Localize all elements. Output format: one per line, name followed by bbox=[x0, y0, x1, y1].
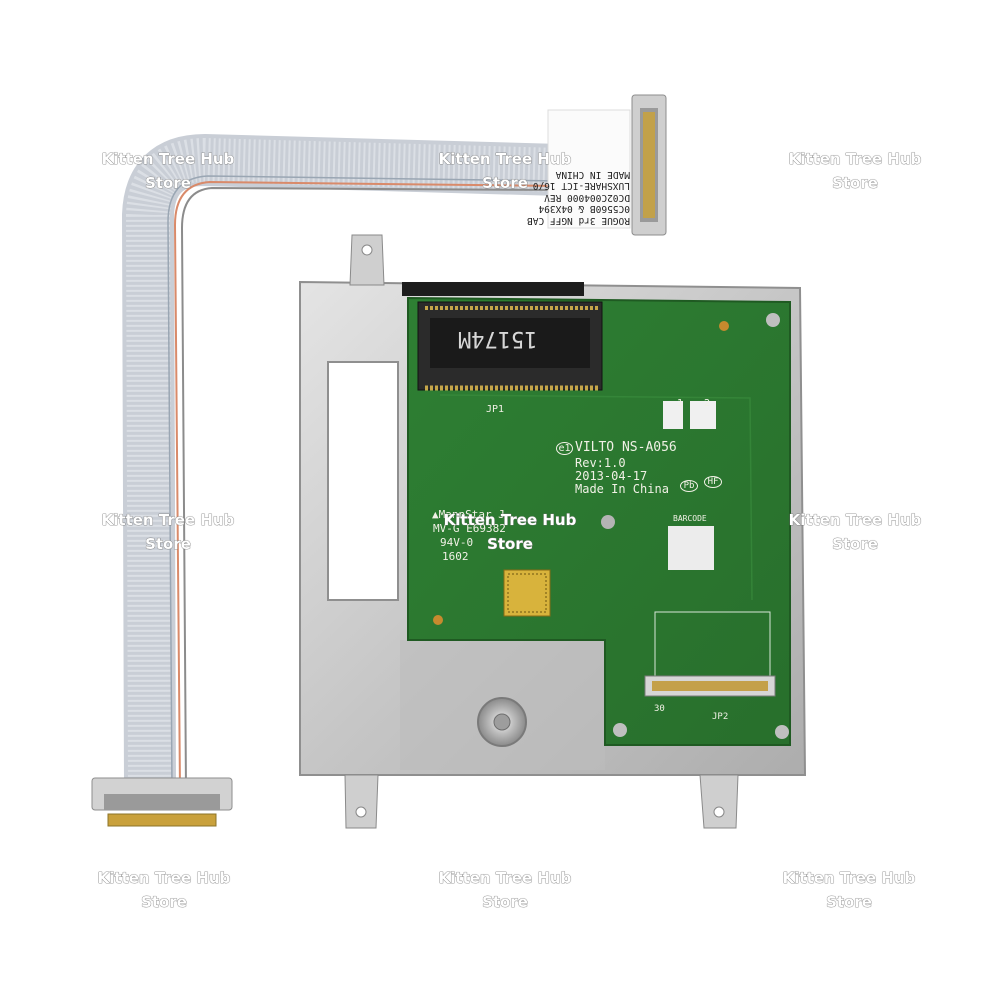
silk-jp2: JP2 bbox=[712, 712, 729, 722]
watermark-line-1: Kitten Tree Hub bbox=[97, 869, 231, 888]
watermark-line-2: Store bbox=[487, 535, 533, 554]
watermark-line-2: Store bbox=[482, 893, 528, 912]
silk-code: 1602 bbox=[442, 550, 469, 563]
ribbon-cable bbox=[121, 133, 561, 791]
watermark-line-2: Store bbox=[832, 174, 878, 193]
bottom-cable-connector bbox=[91, 777, 233, 827]
watermark-line-2: Store bbox=[826, 893, 872, 912]
silk-ul: MV-G E69382 bbox=[433, 522, 506, 535]
watermark-line-2: Store bbox=[482, 174, 528, 193]
silk-jp1: JP1 bbox=[486, 404, 505, 415]
watermark-line-1: Kitten Tree Hub bbox=[788, 150, 922, 169]
watermark-line-1: Kitten Tree Hub bbox=[438, 869, 572, 888]
silk-barcode: BARCODE bbox=[673, 514, 707, 523]
silk-date: 2013-04-17 bbox=[575, 469, 648, 483]
watermark-line-1: Kitten Tree Hub bbox=[101, 150, 235, 169]
watermark-line-1: Kitten Tree Hub bbox=[788, 511, 922, 530]
silk-pad-2: 2 bbox=[704, 398, 711, 409]
silk-rating: 94V-0 bbox=[440, 536, 474, 549]
watermark-line-1: Kitten Tree Hub bbox=[443, 511, 577, 530]
silk-pb-mark: Pb bbox=[680, 480, 698, 492]
pcb-board bbox=[407, 296, 791, 746]
watermark-line-1: Kitten Tree Hub bbox=[101, 511, 235, 530]
cable-label-line-2: 0C5560B & 04X394 bbox=[538, 203, 630, 215]
watermark-line-1: Kitten Tree Hub bbox=[438, 150, 572, 169]
watermark-line-1: Kitten Tree Hub bbox=[782, 869, 916, 888]
silk-pin-30: 30 bbox=[654, 704, 665, 714]
m2-connector bbox=[402, 282, 603, 391]
silk-e1-mark: e1 bbox=[556, 442, 573, 455]
watermark-line-2: Store bbox=[145, 535, 191, 554]
silk-rev: Rev:1.0 bbox=[575, 456, 626, 470]
silk-pad-1: 1 bbox=[677, 398, 684, 409]
watermark-line-2: Store bbox=[832, 535, 878, 554]
silk-model: VILTO NS-A056 bbox=[575, 440, 677, 455]
silk-hf-mark: HF bbox=[704, 476, 722, 488]
silk-origin: Made In China bbox=[575, 482, 669, 496]
top-cable-connector bbox=[631, 94, 667, 236]
cable-label bbox=[547, 109, 631, 229]
watermark-line-2: Store bbox=[141, 893, 187, 912]
silk-pcb-maker: ▲MannStar J bbox=[432, 508, 505, 521]
cable-label-line-1: ROGUE 3rd NGFF CAB bbox=[527, 215, 630, 226]
watermark-line-2: Store bbox=[145, 174, 191, 193]
connector-marking: 15174M bbox=[458, 326, 538, 351]
